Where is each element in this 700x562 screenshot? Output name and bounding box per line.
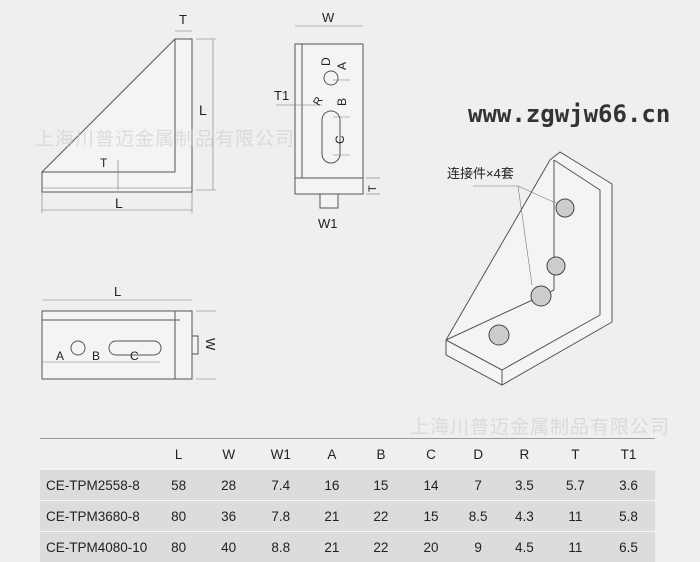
technical-drawings: T L T L W T1 D A B R C T W1 L A B: [41, 10, 613, 386]
dim-T-front: T: [367, 185, 379, 192]
value-cell: 15: [373, 477, 389, 493]
value-cell: 22: [373, 508, 389, 524]
dim-T1: T1: [274, 88, 289, 103]
value-cell: 4.3: [514, 508, 534, 524]
header-cell: B: [376, 446, 386, 462]
isometric-bracket-illustration: 连接件×4套: [445, 151, 613, 386]
value-cell: 7.8: [271, 508, 291, 524]
value-cell: 36: [221, 508, 237, 524]
dim-A: A: [335, 62, 349, 70]
dim-W1: W1: [318, 216, 338, 231]
model-cell: CE-TPM3680-8: [46, 508, 140, 524]
table-row: CE-TPM3680-8 80 36 7.8 21 22 15 8.5 4.3 11 5.8: [40, 500, 655, 531]
header-cell: W1: [270, 446, 291, 462]
value-cell: 11: [568, 508, 583, 524]
header-cell: R: [519, 446, 530, 462]
value-cell: 3.6: [619, 477, 638, 493]
model-cell: CE-TPM2558-8: [46, 477, 140, 493]
header-cell: L: [174, 446, 183, 462]
dim-W: W: [322, 10, 335, 25]
front-view-drawing: W T1 D A B R C T W1: [274, 10, 380, 231]
value-cell: 16: [324, 477, 340, 493]
dim-B: B: [335, 98, 349, 106]
value-cell: 3.5: [514, 477, 534, 493]
value-cell: 21: [324, 508, 340, 524]
value-cell: 80: [171, 508, 187, 524]
value-cell: 8.5: [468, 508, 488, 524]
dim-L-horizontal: L: [115, 195, 123, 211]
value-cell: 58: [171, 477, 187, 493]
header-cell: C: [426, 446, 436, 462]
table-row: CE-TPM2558-8 58 28 7.4 16 15 14 7 3.5 5.7 3.6: [40, 469, 655, 500]
value-cell: 7.4: [271, 477, 291, 493]
value-cell: 5.7: [566, 477, 585, 493]
connector-callout-label: 连接件×4套: [447, 166, 514, 181]
dim-L-vertical: L: [199, 102, 207, 118]
dim-W-top: W: [203, 338, 218, 351]
watermark-company-1: 上海川普迈金属制品有限公司: [35, 129, 296, 150]
dim-B-top: B: [92, 349, 100, 363]
top-view-drawing: L A B C W: [41, 284, 218, 380]
spec-table: L W W1 A B C D R T T1 CE-TPM2558-8 58 28 7.…: [40, 438, 655, 562]
value-cell: 14: [423, 477, 439, 493]
dim-L-top: L: [114, 284, 121, 299]
value-cell: 28: [221, 477, 237, 493]
watermark-url: www.zgwjw66.cn: [468, 100, 671, 128]
dim-D: D: [319, 57, 333, 66]
dim-C: C: [333, 135, 347, 144]
header-cell: D: [473, 446, 484, 462]
header-cell: W: [222, 446, 236, 462]
dim-T-top: T: [179, 12, 187, 27]
dim-T-inner: T: [100, 156, 108, 170]
table-header-row: L W W1 A B C D R T T1: [40, 439, 655, 469]
header-cell: A: [327, 446, 337, 462]
side-view-drawing: T L T L: [41, 12, 216, 213]
dim-A-top: A: [56, 349, 64, 363]
header-cell: T1: [620, 446, 637, 462]
value-cell: 15: [423, 508, 439, 524]
dim-C-top: C: [130, 349, 139, 363]
value-cell: 7: [474, 477, 482, 493]
watermark-company-2: 上海川普迈金属制品有限公司: [410, 417, 671, 438]
value-cell: 5.8: [619, 508, 638, 524]
header-cell: T: [571, 446, 580, 462]
